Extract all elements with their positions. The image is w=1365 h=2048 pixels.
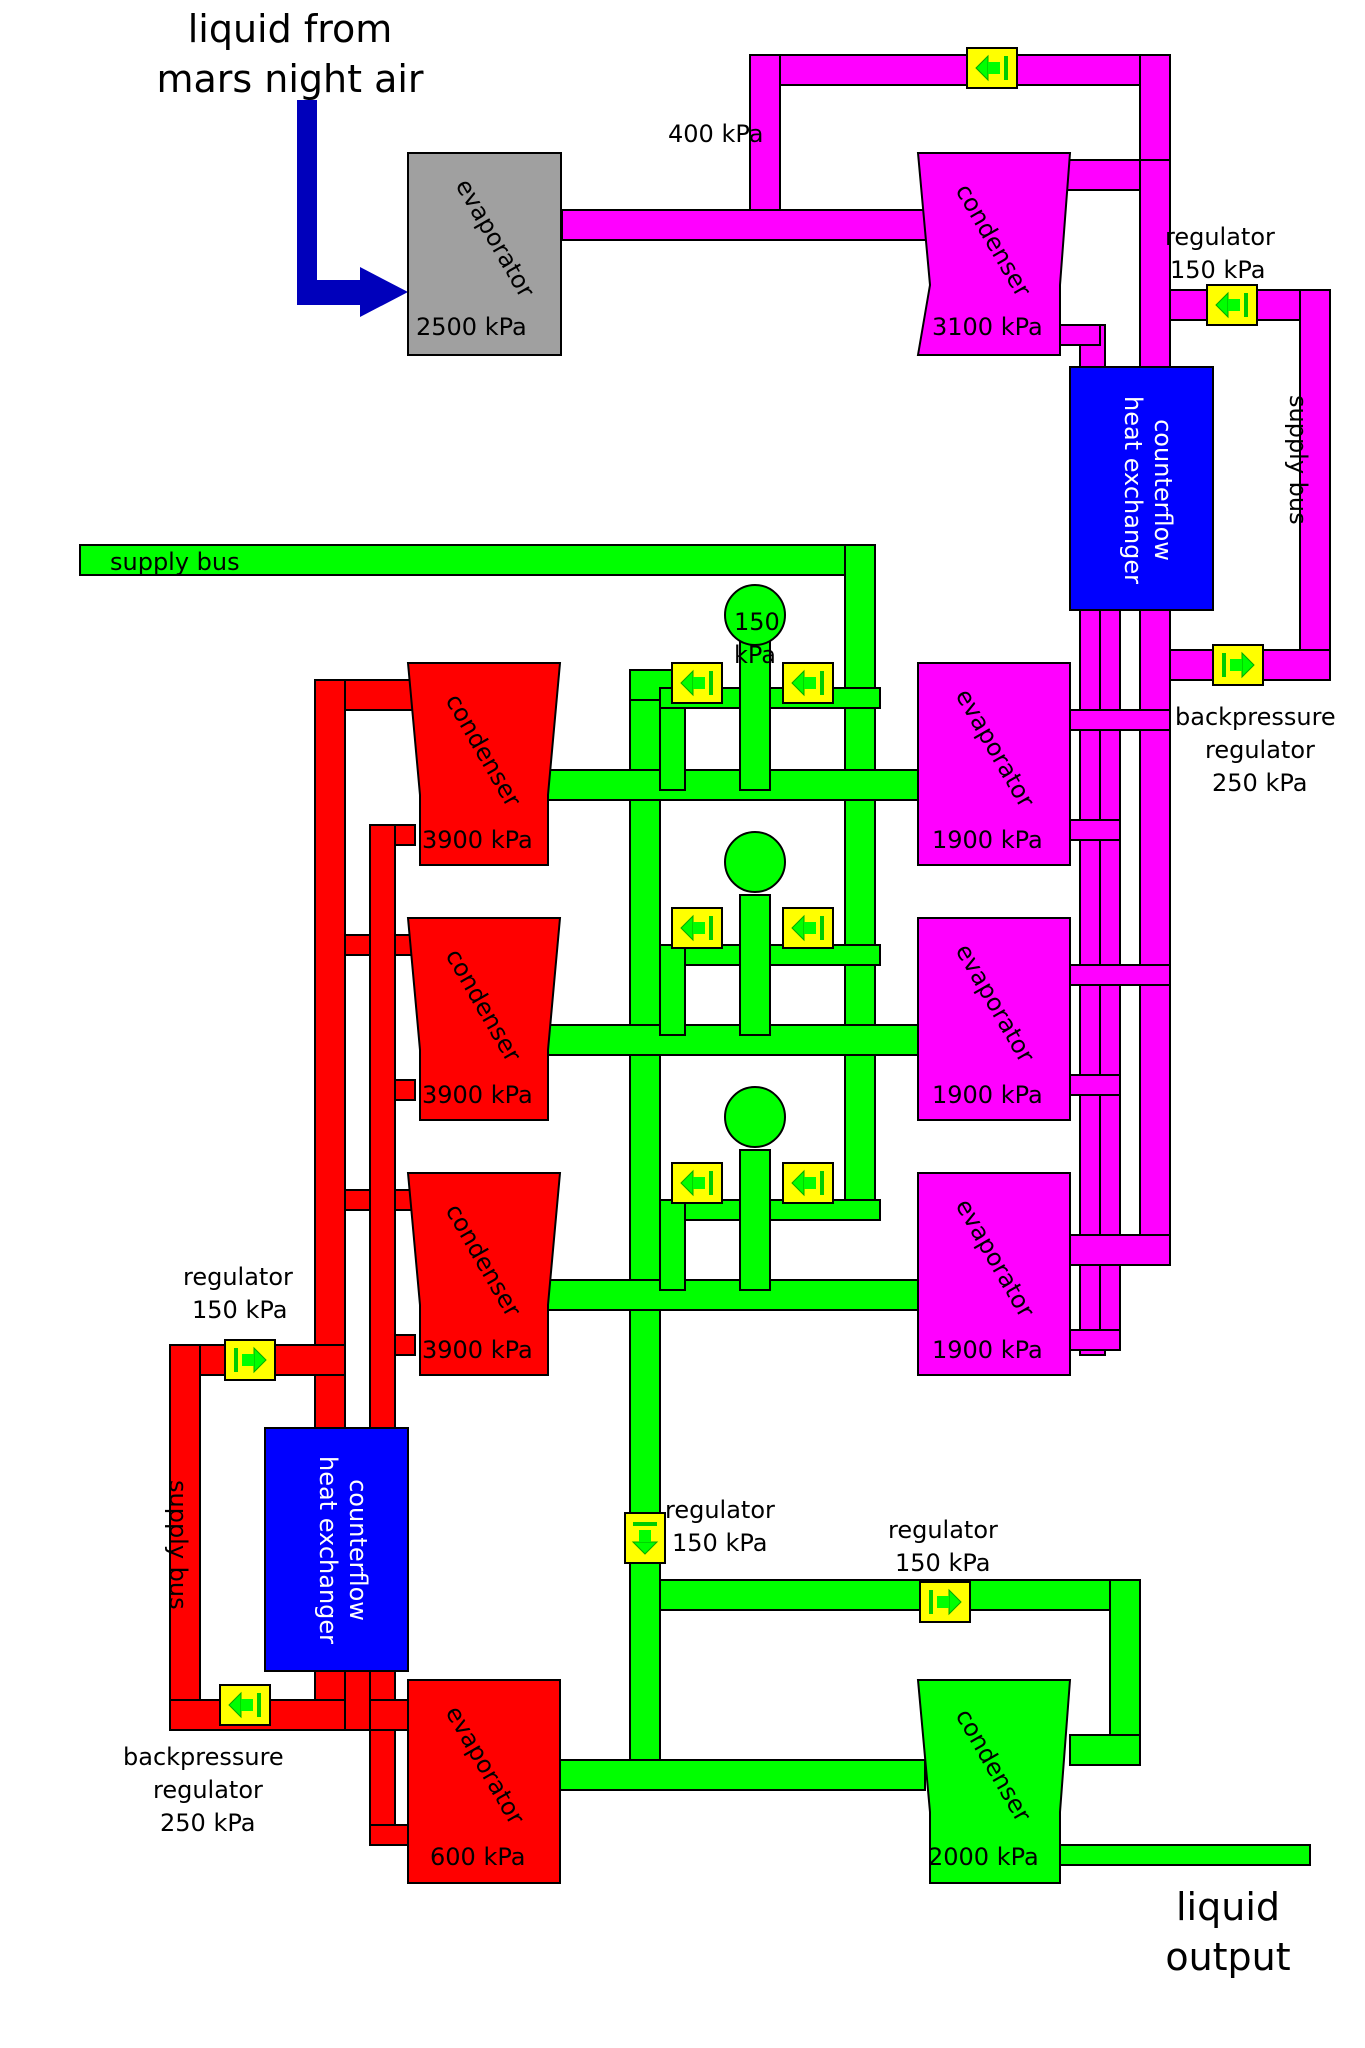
magenta-evaporator-3-pressure: 1900 kPa <box>932 1336 1043 1364</box>
red-condenser-3: condenser 3900 kPa <box>406 1172 562 1376</box>
regulator-green-horizontal-line1: regulator <box>888 1516 998 1544</box>
supply-bus-label-top: supply bus <box>110 548 240 576</box>
green-condenser: condenser 2000 kPa <box>916 1679 1072 1884</box>
output-label-line1: liquid <box>1176 1885 1280 1929</box>
bulb-pressure-line2: kPa <box>734 641 776 669</box>
magenta-condenser-pressure: 3100 kPa <box>932 313 1043 341</box>
magenta-evaporator-3: evaporator 1900 kPa <box>917 1172 1071 1376</box>
output-label-line2: output <box>1165 1935 1290 1979</box>
red-condenser-3-pressure: 3900 kPa <box>422 1336 533 1364</box>
input-label-line1: liquid from <box>188 7 393 51</box>
gray-evaporator-pressure: 2500 kPa <box>416 313 527 341</box>
valve-green-horizontal-regulator[interactable] <box>919 1581 971 1623</box>
backpressure-left-line2: regulator <box>153 1776 263 1804</box>
magenta-loop-pipes <box>561 54 1331 1356</box>
supply-bus-label-left: supply bus <box>164 1480 192 1610</box>
valve-magenta-top[interactable] <box>966 47 1018 89</box>
backpressure-right-line3: 250 kPa <box>1212 769 1307 797</box>
valve-red-backpressure[interactable] <box>219 1684 271 1726</box>
backpressure-right-line2: regulator <box>1205 736 1315 764</box>
valve-green-row1-right[interactable] <box>782 662 834 704</box>
pressure-400-label: 400 kPa <box>668 120 763 148</box>
valve-green-row2-right[interactable] <box>782 907 834 949</box>
pressure-bulbs <box>724 584 786 1148</box>
bulb-pressure-line1: 150 <box>734 608 780 636</box>
gray-evaporator: evaporator 2500 kPa <box>407 152 562 356</box>
heat-exchanger-right-line1: counterflow <box>1149 419 1177 561</box>
magenta-evaporator-2-pressure: 1900 kPa <box>932 1081 1043 1109</box>
regulator-top-right-line1: regulator <box>1165 223 1275 251</box>
valve-green-row2-left[interactable] <box>671 907 723 949</box>
magenta-evaporator-1: evaporator 1900 kPa <box>917 662 1071 866</box>
supply-bus-label-right: supply bus <box>1284 395 1312 525</box>
red-condenser-1-pressure: 3900 kPa <box>422 826 533 854</box>
red-condenser-1: condenser 3900 kPa <box>406 662 562 866</box>
backpressure-left-line3: 250 kPa <box>160 1809 255 1837</box>
red-condenser-2: condenser 3900 kPa <box>406 917 562 1121</box>
heat-exchanger-right-line2: heat exchanger <box>1119 396 1147 584</box>
input-arrow <box>297 100 408 317</box>
backpressure-left-line1: backpressure <box>123 1743 284 1771</box>
regulator-left-line1: regulator <box>183 1263 293 1291</box>
red-condenser-2-pressure: 3900 kPa <box>422 1081 533 1109</box>
valve-green-row1-left[interactable] <box>671 662 723 704</box>
red-evaporator: evaporator 600 kPa <box>407 1679 561 1884</box>
regulator-green-horizontal-line2: 150 kPa <box>895 1549 990 1577</box>
regulator-green-vertical-line1: regulator <box>665 1496 775 1524</box>
magenta-evaporator-2: evaporator 1900 kPa <box>917 917 1071 1121</box>
valve-green-vertical-regulator[interactable] <box>624 1512 666 1564</box>
magenta-condenser: condenser 3100 kPa <box>916 152 1072 356</box>
regulator-green-vertical-line2: 150 kPa <box>672 1529 767 1557</box>
regulator-top-right-line2: 150 kPa <box>1170 256 1265 284</box>
heat-exchanger-left-line1: counterflow <box>344 1479 372 1621</box>
magenta-evaporator-1-pressure: 1900 kPa <box>932 826 1043 854</box>
heat-exchanger-left: counterflow heat exchanger <box>264 1427 409 1672</box>
valve-magenta-backpressure[interactable] <box>1212 644 1264 686</box>
green-condenser-pressure: 2000 kPa <box>928 1843 1039 1871</box>
red-evaporator-pressure: 600 kPa <box>430 1843 525 1871</box>
valve-red-regulator[interactable] <box>224 1339 276 1381</box>
heat-exchanger-right: counterflow heat exchanger <box>1069 366 1214 611</box>
regulator-left-line2: 150 kPa <box>192 1296 287 1324</box>
input-label-line2: mars night air <box>156 57 423 101</box>
valve-green-row3-right[interactable] <box>782 1162 834 1204</box>
backpressure-right-line1: backpressure <box>1175 703 1336 731</box>
valve-magenta-regulator[interactable] <box>1206 284 1258 326</box>
valve-green-row3-left[interactable] <box>671 1162 723 1204</box>
heat-exchanger-left-line2: heat exchanger <box>314 1456 342 1644</box>
